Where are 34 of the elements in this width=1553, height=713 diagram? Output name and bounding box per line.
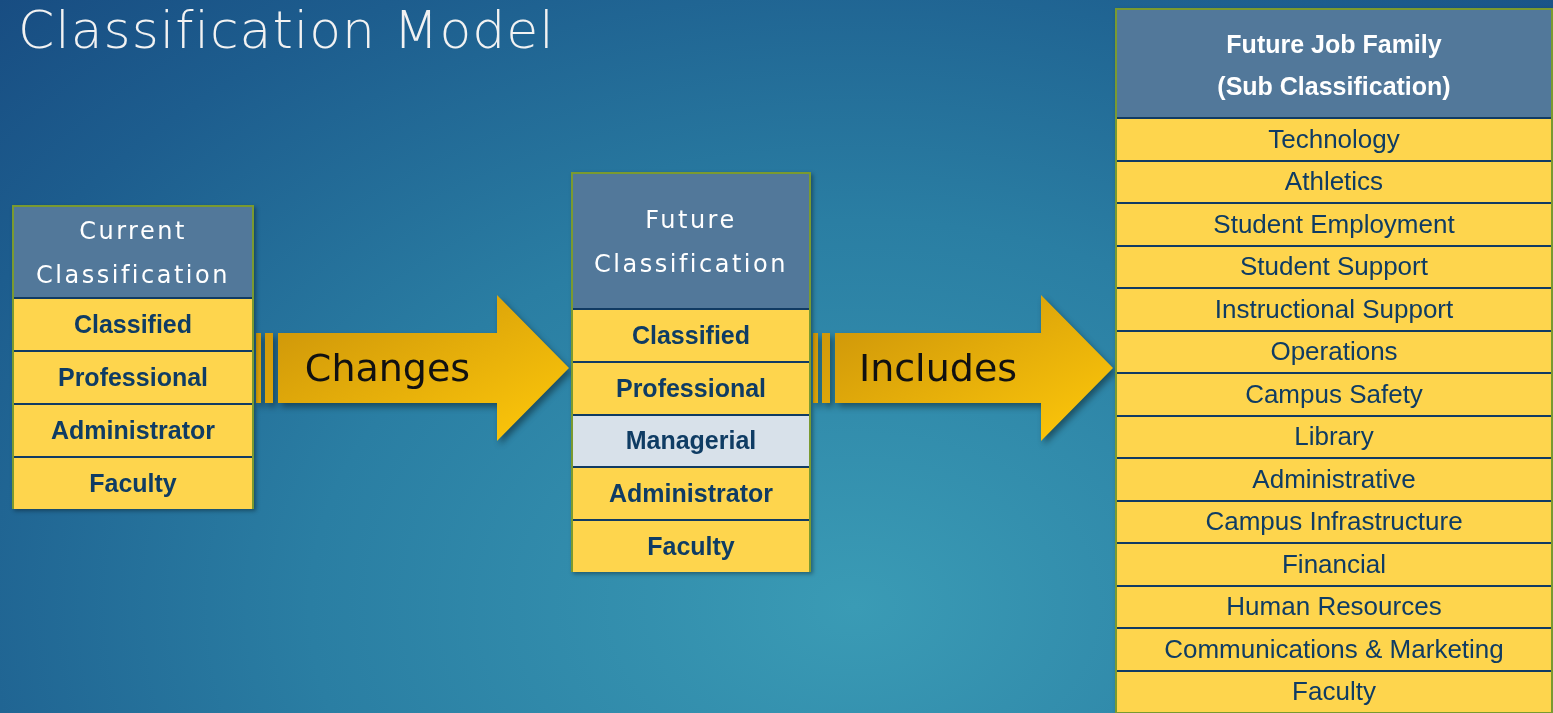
table-row: Professional [14,350,252,403]
classification-table [1115,8,1553,713]
table-row: Administrator [14,403,252,456]
table-row: Campus Infrastructure [1117,499,1551,542]
block-arrow [813,295,1113,441]
table-row: Campus Safety [1117,372,1551,415]
table-heading: Current Classification [35,216,231,291]
arrow-label: Changes [304,346,471,390]
arrow-label: Includes [858,346,1018,390]
table-row: Managerial [573,413,809,467]
table-row: Professional [573,360,809,414]
table-row: Faculty [14,456,252,509]
table-heading: Future Classification [593,205,789,280]
table-row: Student Support [1117,244,1551,287]
classification-table [571,172,811,572]
table-row: Faculty [573,519,809,572]
table-row: Athletics [1117,159,1551,202]
table-row: Human Resources [1117,584,1551,627]
table-row: Financial [1117,542,1551,585]
table-row: Administrative [1117,457,1551,500]
table-row: Classified [14,297,252,350]
table-row: Faculty [1117,669,1551,712]
classification-table [12,205,254,509]
table-row: Operations [1117,329,1551,372]
slide-title: Classification Model [18,0,555,60]
table-row: Technology [1117,117,1551,160]
block-arrow [256,295,569,441]
table-row: Administrator [573,466,809,520]
table-heading: Future Job Family (Sub Classification) [1216,28,1452,102]
table-row: Classified [573,308,809,361]
table-row: Library [1117,414,1551,457]
table-row: Communications & Marketing [1117,627,1551,670]
table-row: Student Employment [1117,202,1551,245]
table-row: Instructional Support [1117,287,1551,330]
